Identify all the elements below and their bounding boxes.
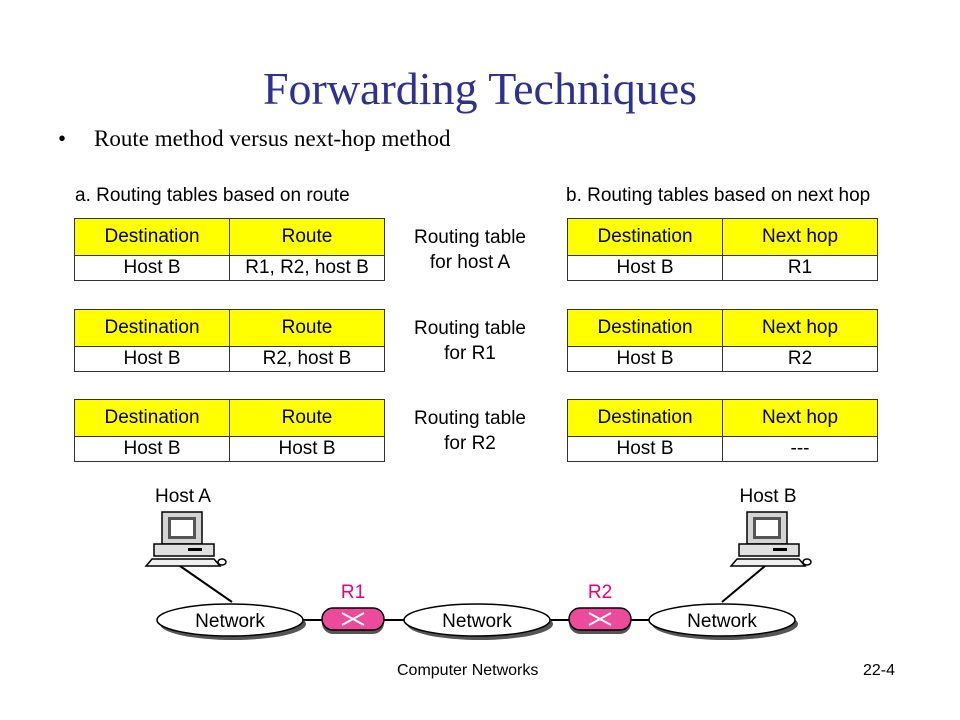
cell-destination: Host B [74, 346, 230, 372]
computer-icon [144, 511, 227, 567]
header-next-hop: Next hop [722, 218, 878, 256]
network-cloud: Network [156, 603, 306, 640]
header-destination: Destination [567, 309, 723, 347]
network-label: Network [195, 611, 265, 632]
host-b-label: Host B [739, 486, 796, 507]
bullet-text: Route method versus next-hop method [94, 126, 451, 151]
router-icon [568, 607, 632, 634]
header-route: Route [229, 309, 385, 347]
table-label-line: for R2 [444, 433, 496, 454]
network-label: Network [687, 611, 757, 632]
table-label-r1: Routing table for R1 [395, 316, 545, 366]
cell-route: Host B [229, 436, 385, 462]
cell-destination: Host B [567, 255, 723, 281]
cell-route: R2, host B [229, 346, 385, 372]
network-cloud: Network [648, 603, 798, 640]
cell-destination: Host B [567, 436, 723, 462]
cell-next-hop: R1 [722, 255, 878, 281]
bullet-item: • Route method versus next-hop method [58, 126, 450, 152]
bullet-dot: • [58, 126, 67, 151]
cell-route: R1, R2, host B [229, 255, 385, 281]
table-label-line: Routing table [414, 227, 526, 248]
header-route: Route [229, 399, 385, 437]
footer-page-number: 22-4 [863, 662, 896, 679]
table-label-line: for R1 [444, 343, 496, 364]
header-destination: Destination [74, 399, 230, 437]
table-label-line: Routing table [414, 318, 526, 339]
link-host-a [179, 565, 233, 603]
cell-next-hop: --- [722, 436, 878, 462]
table-label-host-a: Routing table for host A [395, 225, 545, 275]
header-destination: Destination [567, 218, 723, 256]
router-1-label: R1 [341, 582, 365, 603]
network-label: Network [442, 611, 512, 632]
header-destination: Destination [74, 218, 230, 256]
table-label-line: Routing table [414, 408, 526, 429]
host-a-label: Host A [155, 486, 211, 507]
router-2-label: R2 [588, 582, 612, 603]
header-next-hop: Next hop [722, 309, 878, 347]
cell-next-hop: R2 [722, 346, 878, 372]
header-route: Route [229, 218, 385, 256]
table-label-r2: Routing table for R2 [395, 406, 545, 456]
network-cloud: Network [403, 603, 553, 640]
table-label-line: for host A [429, 252, 511, 273]
footer-course: Computer Networks [397, 662, 539, 679]
section-a-label: a. Routing tables based on route [75, 185, 350, 206]
computer-icon [729, 511, 812, 567]
router-icon [321, 607, 385, 634]
network-diagram: Host A Host B Network Network [144, 486, 812, 640]
header-destination: Destination [74, 309, 230, 347]
header-destination: Destination [567, 399, 723, 437]
cell-destination: Host B [74, 255, 230, 281]
link-host-b [721, 565, 766, 603]
header-next-hop: Next hop [722, 399, 878, 437]
cell-destination: Host B [74, 436, 230, 462]
slide-title: Forwarding Techniques [262, 63, 698, 114]
cell-destination: Host B [567, 346, 723, 372]
section-b-label: b. Routing tables based on next hop [566, 185, 871, 206]
